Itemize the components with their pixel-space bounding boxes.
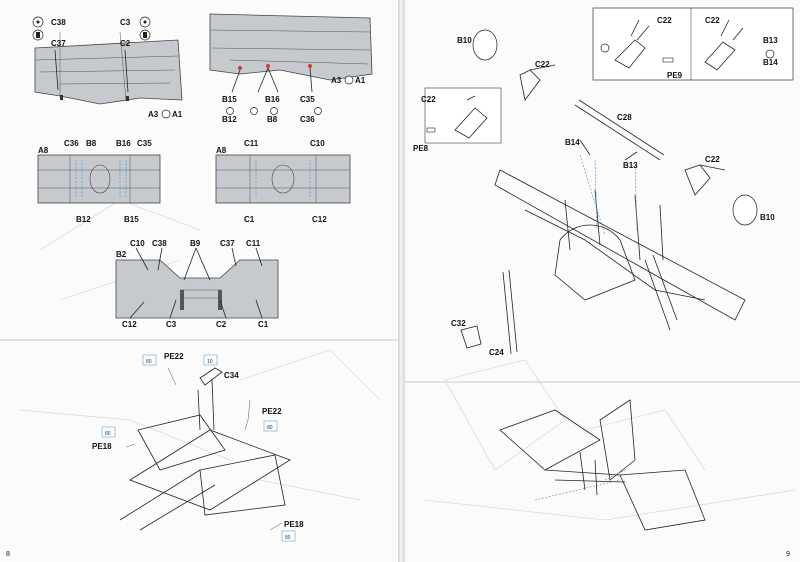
tail-step: PE22 C34 PE22 PE18 PE18 80 10 80 80 80 bbox=[92, 352, 304, 542]
part-label: A1 bbox=[172, 110, 183, 119]
part-label: C36 bbox=[300, 115, 315, 124]
part-label: B14 bbox=[763, 58, 778, 67]
part-label: C28 bbox=[617, 113, 632, 122]
part-label: C2 bbox=[216, 320, 227, 329]
part-label: PE9 bbox=[667, 71, 683, 80]
step-a-fuselage: C38 C37 C3 C2 A3 A1 bbox=[32, 16, 183, 119]
part-label: C22 bbox=[705, 155, 720, 164]
part-label: C11 bbox=[244, 139, 259, 148]
part-label: C22 bbox=[421, 95, 436, 104]
top-view-left: C36 B8 B16 C35 A8 B12 B15 bbox=[37, 139, 161, 224]
part-label: C12 bbox=[312, 215, 327, 224]
glue-icon bbox=[32, 16, 151, 28]
part-label: C1 bbox=[258, 320, 269, 329]
detail-inset: C22 C22 B13 B14 PE9 bbox=[592, 7, 794, 81]
part-label: A8 bbox=[216, 146, 227, 155]
part-label: B15 bbox=[222, 95, 237, 104]
part-label: B2 bbox=[116, 250, 127, 259]
part-label: B16 bbox=[116, 139, 131, 148]
part-label: C35 bbox=[137, 139, 152, 148]
paint-ref: 10 bbox=[207, 359, 213, 365]
part-label: C12 bbox=[122, 320, 137, 329]
right-page-drawings: C22 C22 B13 B14 PE9 C22 PE8 B10 C22 C28 … bbox=[405, 7, 800, 558]
part-label: C38 bbox=[51, 18, 66, 27]
part-label: B9 bbox=[190, 239, 201, 248]
paint-ref: 80 bbox=[267, 425, 273, 431]
page-number: 9 bbox=[786, 551, 790, 558]
part-label: A8 bbox=[38, 146, 49, 155]
part-label: PE8 bbox=[413, 144, 429, 153]
part-label: C3 bbox=[166, 320, 177, 329]
page-gutter bbox=[398, 0, 405, 562]
pe8-detail: C22 PE8 bbox=[413, 87, 502, 153]
part-label: A3 bbox=[331, 76, 342, 85]
part-label: C22 bbox=[705, 16, 720, 25]
part-label: C10 bbox=[310, 139, 325, 148]
part-label: B13 bbox=[763, 36, 778, 45]
paint-ref: 80 bbox=[105, 431, 111, 437]
part-label: B8 bbox=[267, 115, 278, 124]
top-view-right: A8 C11 C10 C1 C12 bbox=[215, 139, 351, 224]
part-label: B12 bbox=[222, 115, 237, 124]
arrow-icon bbox=[161, 109, 171, 119]
part-label: C22 bbox=[657, 16, 672, 25]
part-label: C22 bbox=[535, 60, 550, 69]
left-page-drawings: C38 C37 C3 C2 A3 A1 B15 B12 B16 B8 C35 C… bbox=[0, 13, 398, 558]
part-label: C32 bbox=[451, 319, 466, 328]
part-label: B10 bbox=[457, 36, 472, 45]
part-label: B13 bbox=[623, 161, 638, 170]
part-label: C34 bbox=[224, 371, 239, 380]
part-label: PE22 bbox=[262, 407, 282, 416]
part-label: C37 bbox=[220, 239, 235, 248]
step-b-fuselage: B15 B12 B16 B8 C35 C36 A3 A1 bbox=[209, 13, 373, 124]
part-label: C1 bbox=[244, 215, 255, 224]
plastic-cement-icon bbox=[32, 29, 151, 41]
part-label: B8 bbox=[86, 139, 97, 148]
page-number: 8 bbox=[6, 551, 10, 558]
tail-assembly bbox=[499, 399, 706, 531]
part-label: C11 bbox=[246, 239, 261, 248]
part-label: C2 bbox=[120, 39, 131, 48]
rear-view: C10 C38 B9 C37 C11 B2 C12 C3 C2 C1 bbox=[115, 239, 279, 329]
wheel-icon bbox=[732, 194, 758, 226]
background-ghost-drawing bbox=[424, 359, 796, 521]
part-label: A3 bbox=[148, 110, 159, 119]
part-label: A1 bbox=[355, 76, 366, 85]
part-label: B16 bbox=[265, 95, 280, 104]
part-label: C37 bbox=[51, 39, 66, 48]
part-label: PE18 bbox=[284, 520, 304, 529]
part-label: B15 bbox=[124, 215, 139, 224]
part-label: C10 bbox=[130, 239, 145, 248]
part-label: PE18 bbox=[92, 442, 112, 451]
arrow-icon bbox=[344, 75, 354, 85]
paint-ref: 80 bbox=[285, 535, 291, 541]
paint-ref: 80 bbox=[146, 359, 152, 365]
part-label: B10 bbox=[760, 213, 775, 222]
part-label: C3 bbox=[120, 18, 131, 27]
optional-icon bbox=[600, 43, 610, 53]
part-label: C38 bbox=[152, 239, 167, 248]
instruction-page-right: C22 C22 B13 B14 PE9 C22 PE8 B10 C22 C28 … bbox=[405, 0, 800, 562]
optional-icon bbox=[765, 49, 775, 59]
main-assembly: B10 C22 C28 B14 B13 C22 B10 C32 C24 bbox=[451, 29, 775, 357]
part-label: B14 bbox=[565, 138, 580, 147]
instruction-page-left: C38 C37 C3 C2 A3 A1 B15 B12 B16 B8 C35 C… bbox=[0, 0, 398, 562]
part-label: C36 bbox=[64, 139, 79, 148]
part-label: B12 bbox=[76, 215, 91, 224]
part-label: PE22 bbox=[164, 352, 184, 361]
wheel-icon bbox=[472, 29, 498, 61]
part-label: C35 bbox=[300, 95, 315, 104]
part-label: C24 bbox=[489, 348, 504, 357]
